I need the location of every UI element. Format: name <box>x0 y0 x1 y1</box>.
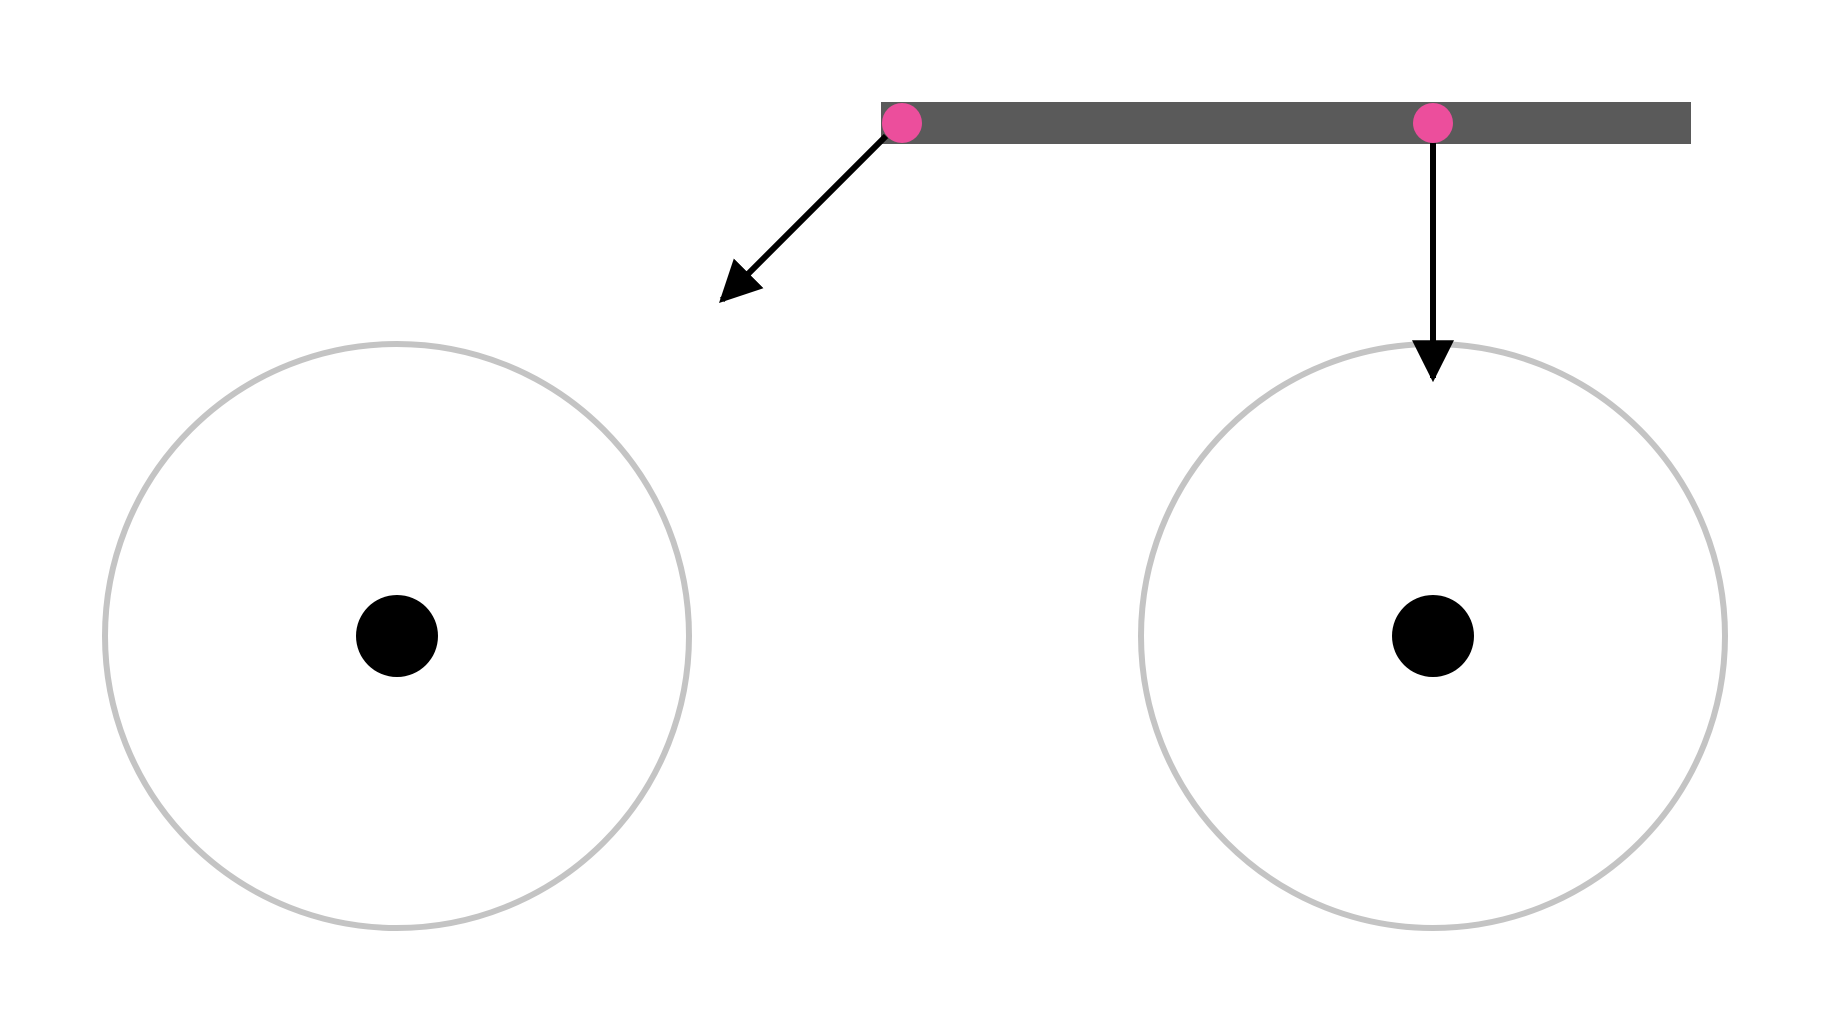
circle-left-center <box>356 595 438 677</box>
pink-pivot-left <box>882 103 922 143</box>
gray-horizontal-bar <box>881 102 1691 144</box>
circle-right-center <box>1392 595 1474 677</box>
arrow-diagonal-down-left <box>719 133 889 303</box>
pink-pivot-right <box>1413 103 1453 143</box>
circle-left <box>102 341 692 931</box>
